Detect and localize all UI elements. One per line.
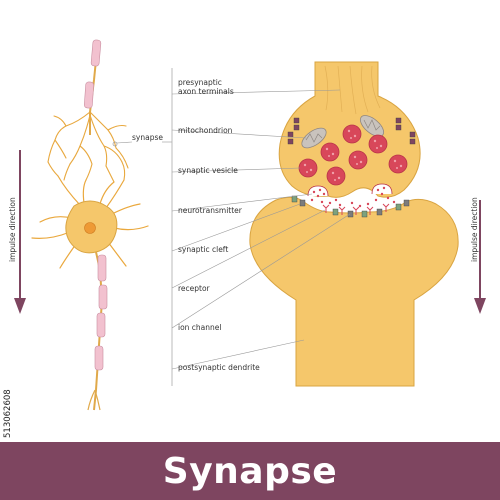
neuron-nucleus <box>84 222 96 234</box>
synaptic-vesicle <box>298 158 318 178</box>
synaptic-vesicle <box>388 154 408 174</box>
label-receptor: receptor <box>178 284 210 293</box>
ion-channels <box>291 195 410 218</box>
myelin-sheath <box>96 312 106 338</box>
label-ion-channel: ion channel <box>178 323 222 332</box>
impulse-direction-label-left: impulse direction <box>8 197 17 262</box>
label-synaptic-cleft: synaptic cleft <box>178 245 229 254</box>
label-presynaptic-axon-terminals: presynaptic axon terminals <box>178 78 234 96</box>
mitochondrion <box>359 115 385 137</box>
synaptic-vesicle <box>342 124 362 144</box>
synaptic-vesicle <box>320 142 340 162</box>
synapse-marker <box>112 141 118 147</box>
title-bar: Synapse <box>0 442 500 500</box>
fusing-vesicle <box>371 183 393 195</box>
synaptic-vesicle <box>326 166 346 186</box>
leader-lines <box>171 89 351 370</box>
neurotransmitters <box>310 186 396 208</box>
impulse-direction-label-right: impulse direction <box>470 197 479 262</box>
label-neurotransmitter: neurotransmitter <box>178 206 242 215</box>
stock-id-text: 513062608 <box>3 389 13 438</box>
receptors <box>322 203 390 215</box>
synaptic-vesicle <box>368 134 388 154</box>
myelin-sheath <box>84 81 94 109</box>
mitochondrion <box>301 127 327 149</box>
synaptic-vesicles <box>298 124 408 186</box>
synaptic-vesicle <box>348 150 368 170</box>
label-postsynaptic-dendrite: postsynaptic dendrite <box>178 363 260 372</box>
impulse-arrow-left <box>14 150 26 314</box>
postsynaptic-dendrite-shape <box>249 196 459 387</box>
synapse-diagram <box>14 39 486 411</box>
label-synapse: synapse <box>132 133 163 142</box>
impulse-arrow-right <box>474 200 486 314</box>
myelin-sheath <box>98 284 108 310</box>
page-title: Synapse <box>162 450 338 492</box>
myelin-sheath <box>90 39 102 67</box>
myelin-sheath <box>94 345 104 371</box>
label-synaptic-vesicle: synaptic vesicle <box>178 166 238 175</box>
label-mitochondrion: mitochondrion <box>178 126 233 135</box>
axon-terminal-branches <box>47 111 129 183</box>
neuron-illustration <box>31 39 149 411</box>
myelin-sheath <box>97 254 107 282</box>
